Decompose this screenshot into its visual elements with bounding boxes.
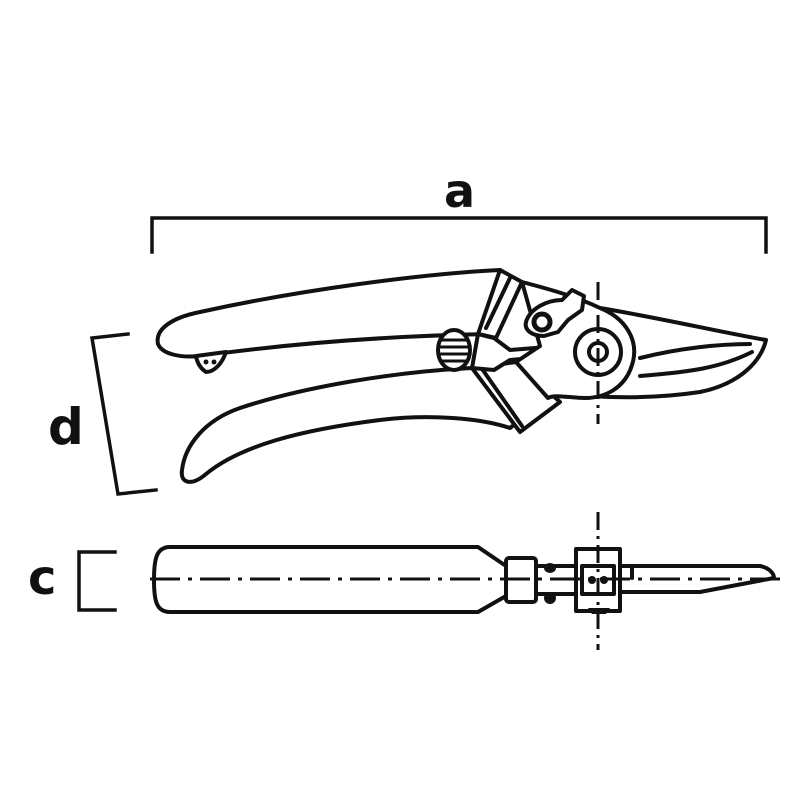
side-view xyxy=(155,268,768,484)
handle-bumper xyxy=(194,350,228,374)
latch-pin xyxy=(531,311,553,333)
blade xyxy=(588,306,768,400)
upper-handle xyxy=(155,268,502,359)
dimension-label-a: a xyxy=(444,164,476,218)
blade-top xyxy=(618,564,776,594)
top-view xyxy=(150,512,788,650)
dimension-label-c: c xyxy=(28,550,57,606)
dimension-a-bracket xyxy=(150,216,768,254)
dimension-label-d: d xyxy=(48,398,84,456)
spring xyxy=(436,328,472,372)
lower-handle xyxy=(179,366,550,484)
dimension-c-bracket xyxy=(77,550,117,612)
dimension-d-bracket xyxy=(89,332,158,496)
